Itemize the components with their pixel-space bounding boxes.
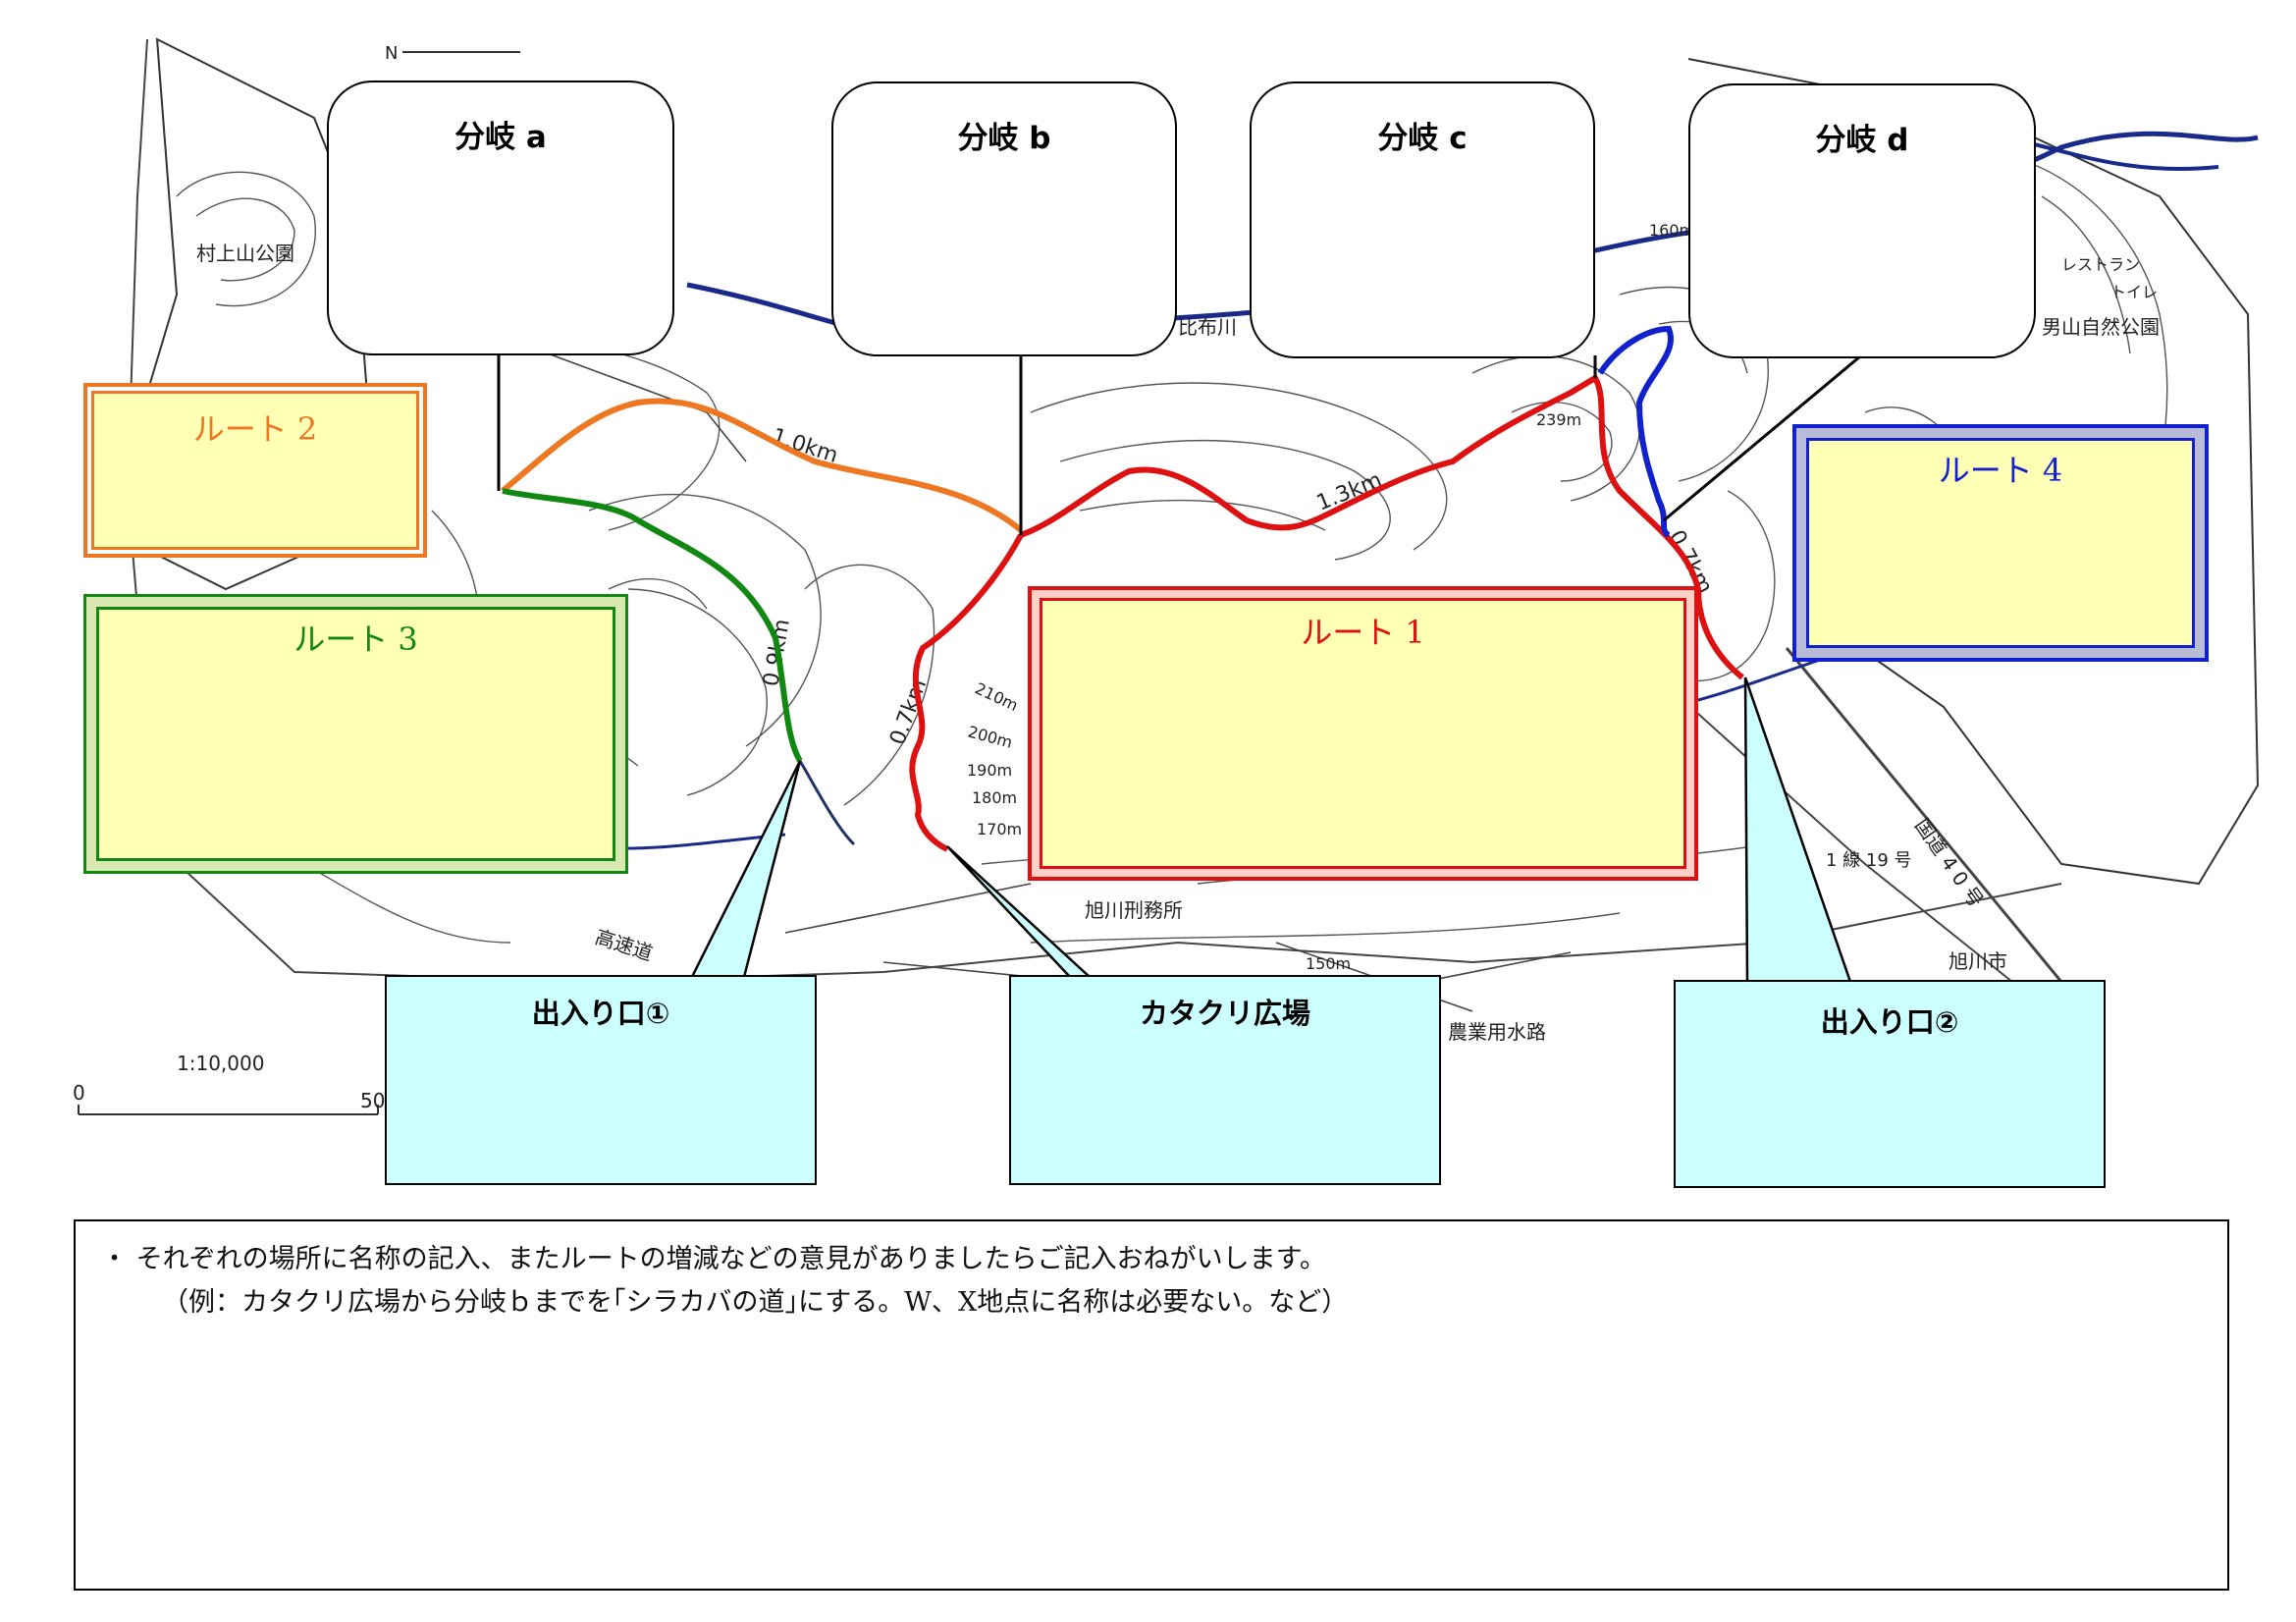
branch-d-leader	[1663, 354, 1861, 522]
label-city: 旭川市	[1949, 949, 2007, 973]
callout-entrance-2: 出入り口②	[1674, 980, 2106, 1188]
route1-line	[1019, 373, 1744, 680]
comment-box[interactable]: ・ それぞれの場所に名称の記入、またルートの増減などの意見がありましたらご記入お…	[74, 1219, 2229, 1591]
branch-box-d: 分岐 d	[1688, 83, 2036, 358]
route-box-1: ルート 1	[1028, 586, 1698, 881]
route-label-4: ルート 4	[1938, 452, 2063, 489]
label-elev-150: 150m	[1306, 954, 1351, 973]
route-label-3: ルート 3	[294, 621, 418, 658]
branch-label-a: 分岐 a	[454, 120, 547, 155]
label-national-road: 国道 4 0 号	[1910, 814, 1989, 911]
national-road	[1785, 647, 2063, 983]
scale-zero: 0	[73, 1081, 85, 1105]
scale-label: 1:10,000	[177, 1052, 264, 1075]
label-river: 比布川	[1178, 315, 1237, 339]
route-box-4: ルート 4	[1792, 424, 2209, 662]
label-elev-200: 200m	[966, 723, 1014, 752]
branch-label-d: 分岐 d	[1815, 123, 1909, 158]
trail-lower	[798, 760, 856, 846]
label-elev-239: 239m	[1536, 410, 1581, 429]
label-toilet: トイレ	[2110, 283, 2158, 301]
label-line19: 1 線 19 号	[1826, 850, 1912, 871]
label-elev-190: 190m	[967, 761, 1012, 780]
route-box-3: ルート 3	[83, 594, 628, 874]
entrance1-label: 出入り口①	[531, 997, 670, 1030]
label-elev-180: 180m	[972, 788, 1017, 807]
entrance1-pointer	[689, 760, 802, 979]
branch-label-b: 分岐 b	[957, 121, 1051, 156]
route2-line	[501, 398, 1023, 533]
katakuri-label: カタクリ広場	[1139, 997, 1310, 1030]
callout-entrance-1: 出入り口①	[385, 975, 817, 1185]
label-waterway: 農業用水路	[1448, 1020, 1546, 1044]
north-label: N	[385, 43, 398, 64]
label-elev-170: 170m	[977, 820, 1022, 838]
branch-box-c: 分岐 c	[1250, 81, 1595, 358]
route-label-2: ルート 2	[192, 410, 318, 448]
branch-label-c: 分岐 c	[1377, 121, 1468, 156]
branch-box-a: 分岐 a	[327, 81, 674, 355]
entrance2-pointer	[1743, 676, 1852, 984]
scale-mid: 50	[360, 1089, 385, 1112]
route1-lower-line	[909, 533, 1024, 852]
entrance2-label: 出入り口②	[1820, 1005, 1959, 1039]
label-otokoyama-park: 男山自然公園	[2042, 315, 2160, 339]
label-murakami-park: 村上山公園	[196, 242, 294, 265]
route-label-1: ルート 1	[1301, 614, 1425, 651]
route-box-2: ルート 2	[83, 383, 427, 558]
route4-line	[1597, 325, 1674, 538]
label-elev-210: 210m	[972, 678, 1021, 715]
label-elev-160: 160m	[1649, 221, 1694, 240]
label-prison: 旭川刑務所	[1085, 898, 1183, 922]
outer-road-2	[1668, 686, 2013, 983]
callout-katakuri-plaza: カタクリ広場	[1009, 975, 1441, 1185]
note-line-2: （例：カタクリ広場から分岐ｂまでを｢シラカバの道｣にする。W、X地点に名称は必要…	[162, 1287, 1349, 1318]
park-boundary-east	[1687, 58, 2260, 886]
label-expressway: 高速道	[592, 925, 655, 965]
note-line-1: ・ それぞれの場所に名称の記入、またルートの増減などの意見がありましたらご記入お…	[101, 1244, 1326, 1274]
branch-box-b: 分岐 b	[831, 81, 1177, 356]
route3-line	[502, 488, 803, 763]
distance-route1-lower: 0.7km	[885, 676, 932, 749]
label-restaurant: レストラン	[2061, 255, 2140, 274]
